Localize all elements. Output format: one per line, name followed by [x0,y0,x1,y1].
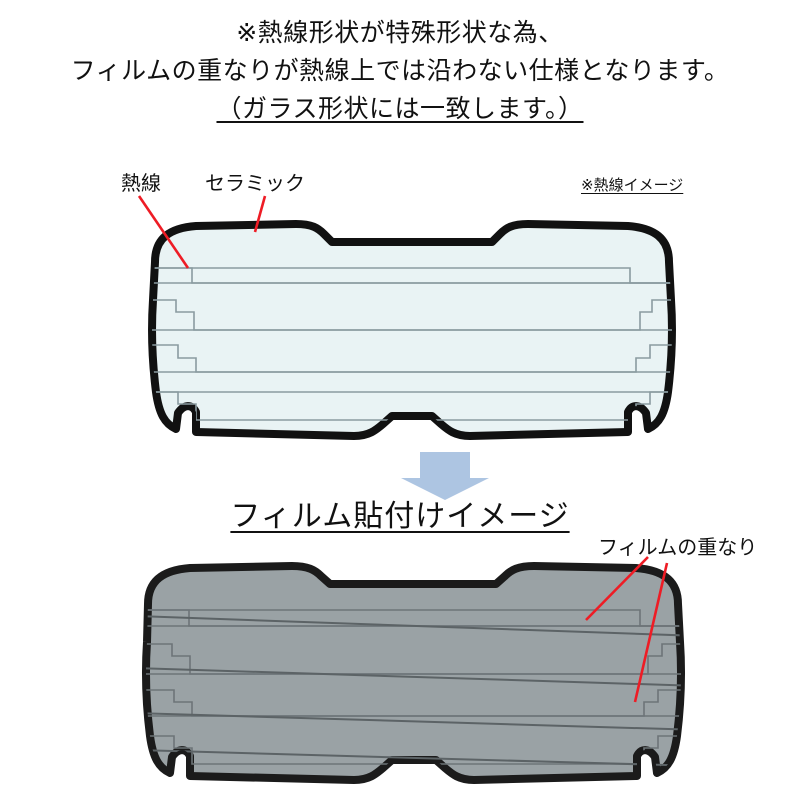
section-heading-text: フィルム貼付けイメージ [230,500,570,533]
callout-heat-wire: 熱線 [121,173,161,195]
header-note: ※熱線形状が特殊形状な為、 フィルムの重なりが熱線上では沿わない仕様となります。… [0,14,800,128]
leader-line-overlap-lower [633,562,669,703]
glass-body-bottom [142,562,685,784]
leader-line-overlap-upper [585,556,649,621]
callout-film-overlap: フィルムの重なり [598,537,758,559]
header-note-line-1: ※熱線形状が特殊形状な為、 [236,19,564,47]
leader-line-heat-wire [137,195,190,269]
callout-heat-wire-image-note: ※熱線イメージ [581,177,684,194]
section-heading: フィルム貼付けイメージ [0,498,800,536]
header-note-line-3: （ガラス形状には一致します。） [216,95,584,123]
leader-line-ceramic [253,195,267,233]
callout-ceramic: セラミック [205,173,305,195]
heat-wire-glass-diagram [137,195,676,440]
header-note-line-2: フィルムの重なりが熱線上では沿わない仕様となります。 [70,57,730,85]
leader-lines-top [137,195,267,269]
leader-lines-bottom [585,556,669,703]
film-overlap-seams [146,615,681,767]
